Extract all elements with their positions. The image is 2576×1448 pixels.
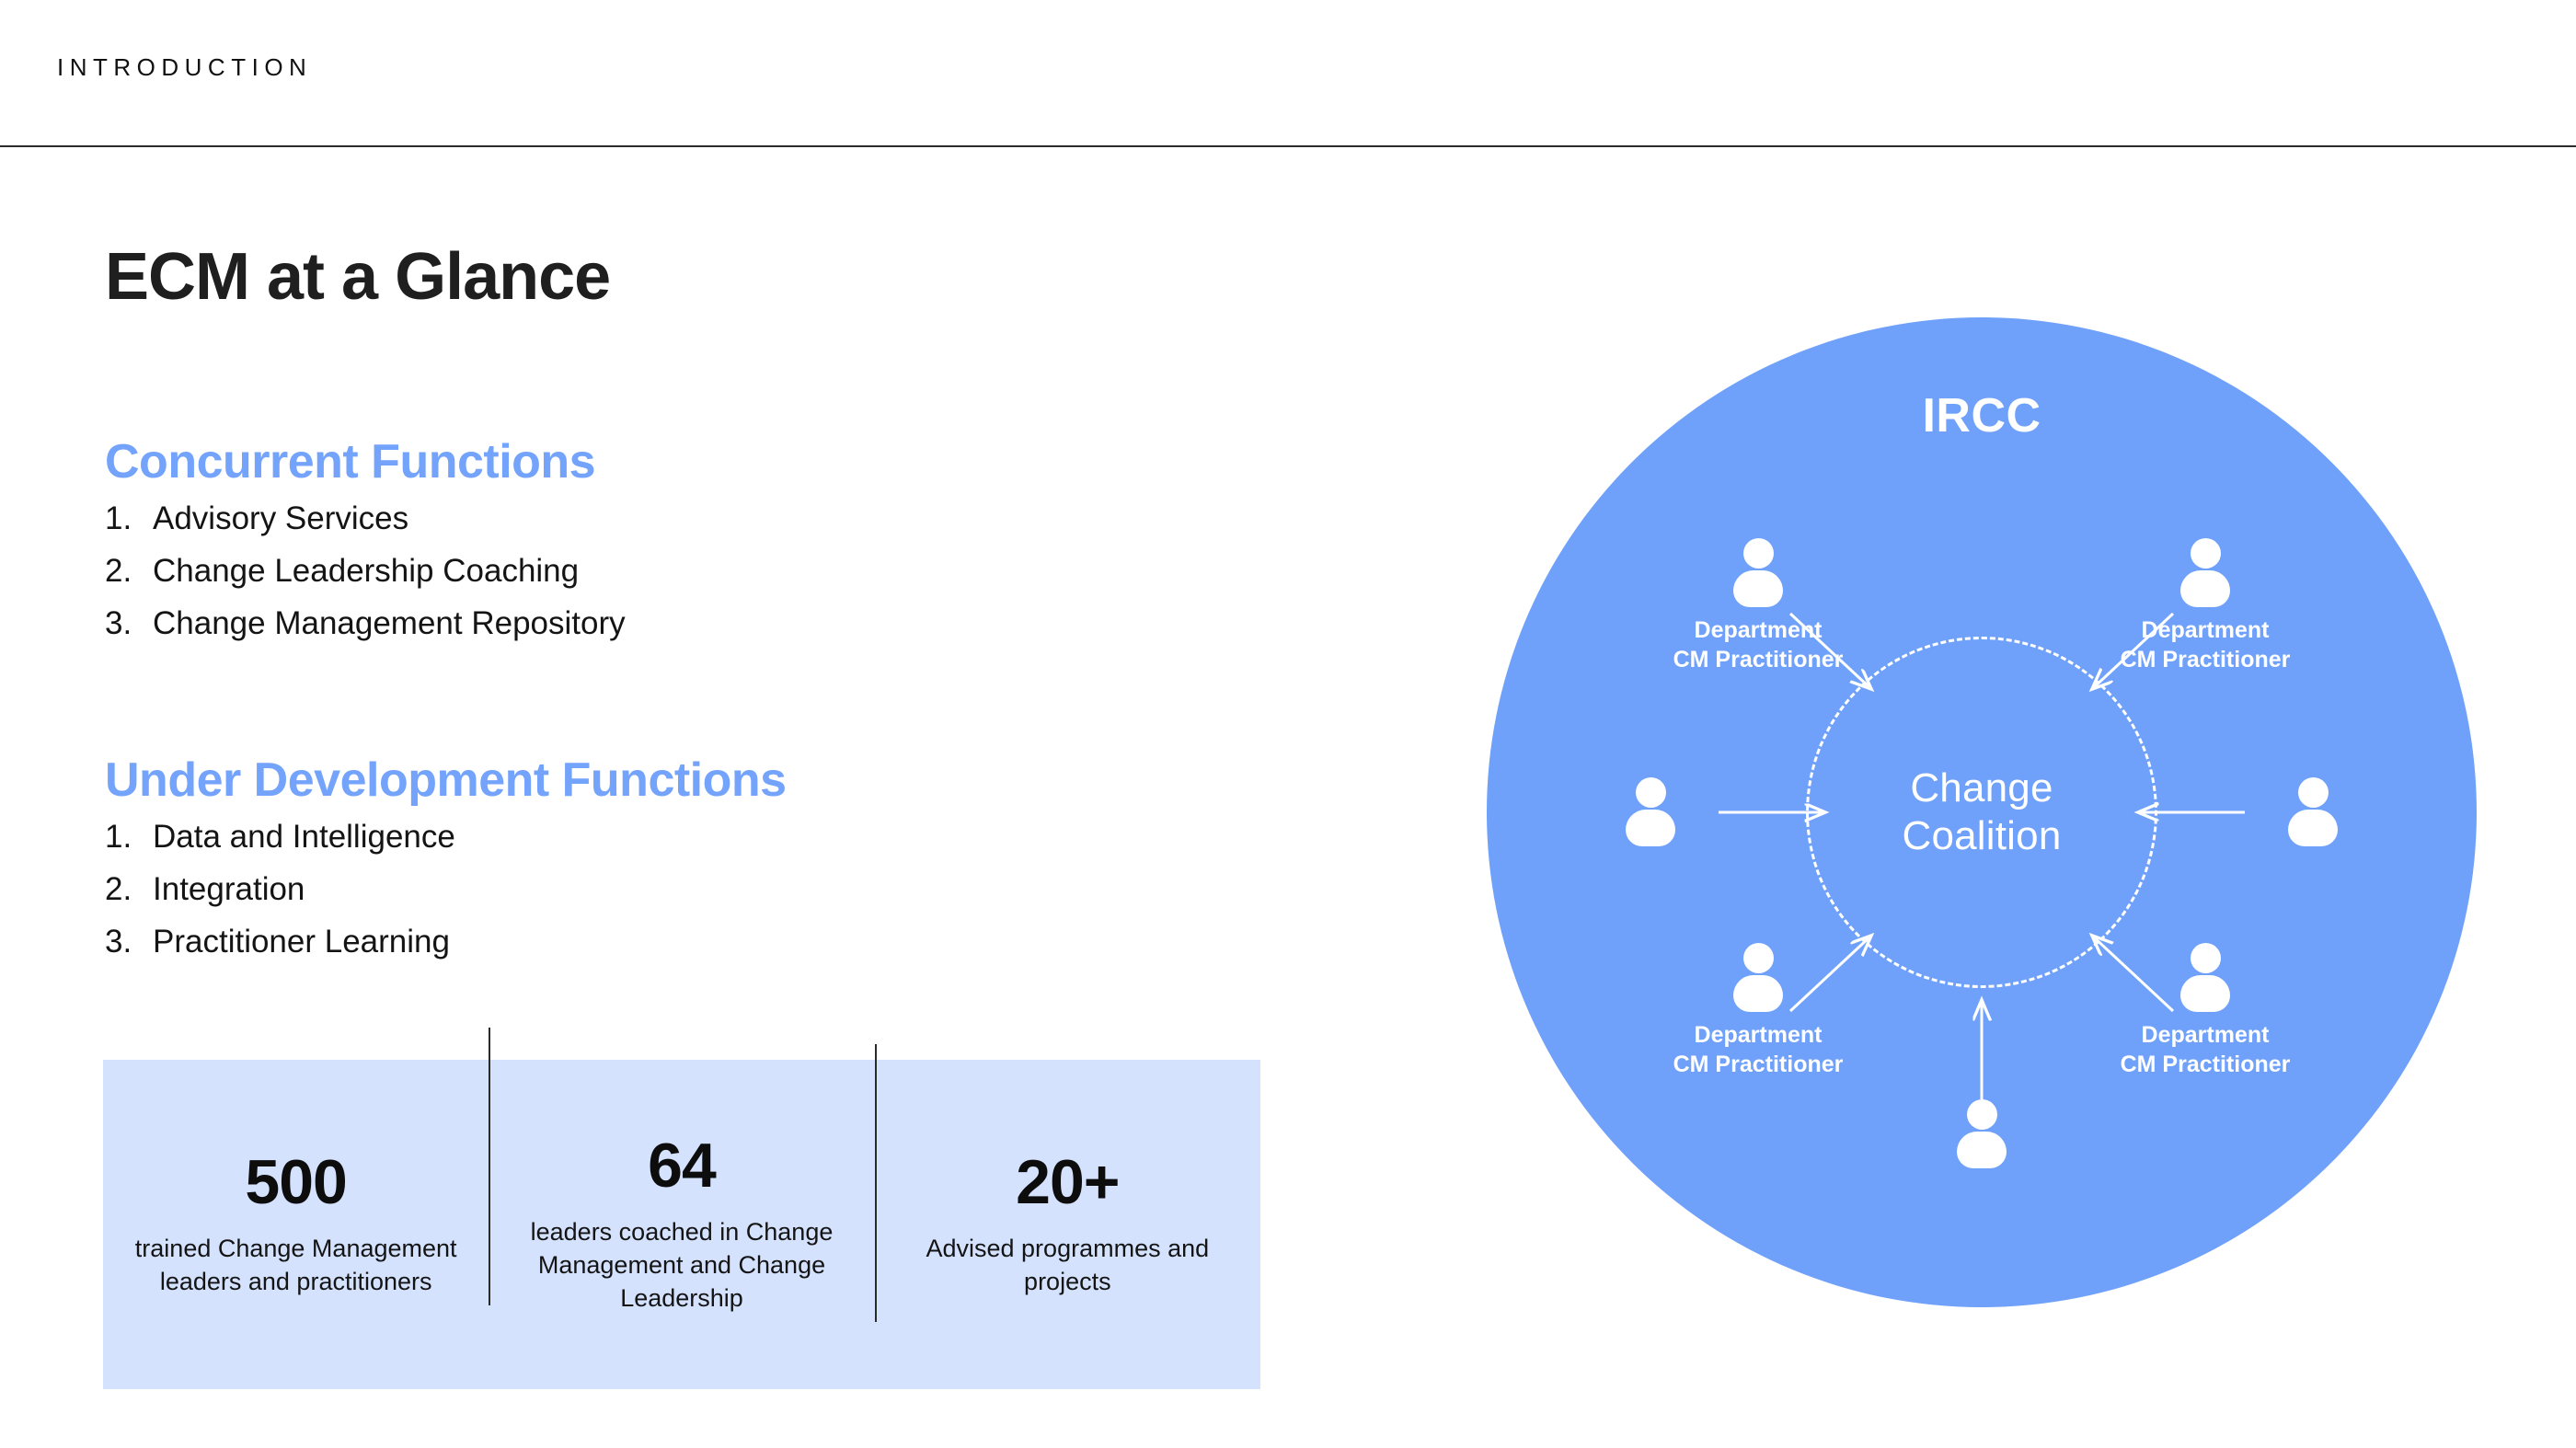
node-label-line1: Department <box>2141 617 2270 643</box>
change-coalition-circle: Change Coalition <box>1806 637 2157 988</box>
stats-band: 500 trained Change Management leaders an… <box>103 1028 1260 1389</box>
person-icon <box>1729 943 1788 1012</box>
list-item-number: 2. <box>105 553 132 589</box>
node-bottom-right: Department CM Practitioner <box>2113 943 2297 1079</box>
section-heading-under-development: Under Development Functions <box>105 753 787 807</box>
list-item: 1. Advisory Services <box>105 502 626 534</box>
person-body-icon <box>1733 975 1783 1012</box>
person-head-icon <box>2190 943 2221 973</box>
list-item-label: Practitioner Learning <box>153 924 450 960</box>
list-item-number: 3. <box>105 924 132 960</box>
list-item-label: Integration <box>153 871 305 907</box>
section-concurrent-functions: Concurrent Functions 1. Advisory Service… <box>105 434 626 660</box>
person-head-icon <box>2297 777 2329 808</box>
stat-label: leaders coached in Change Management and… <box>530 1217 834 1313</box>
list-concurrent-functions: 1. Advisory Services 2. Change Leadershi… <box>105 502 626 639</box>
node-bottom-left: Department CM Practitioner <box>1666 943 1850 1079</box>
node-left <box>1558 777 1742 846</box>
node-top-left: Department CM Practitioner <box>1666 538 1850 674</box>
node-label-top-right: Department CM Practitioner <box>2113 615 2297 674</box>
list-item: 2. Integration <box>105 873 787 905</box>
node-label-bottom-right: Department CM Practitioner <box>2113 1020 2297 1079</box>
node-label-line1: Department <box>2141 1022 2270 1048</box>
person-body-icon <box>1957 1132 2007 1168</box>
stat-value: 500 <box>245 1146 347 1217</box>
person-body-icon <box>2180 975 2230 1012</box>
page-title: ECM at a Glance <box>105 240 611 314</box>
stat-card: 64 leaders coached in Change Management … <box>489 1028 874 1316</box>
node-label-line2: CM Practitioner <box>1673 647 1844 672</box>
section-under-development-functions: Under Development Functions 1. Data and … <box>105 753 787 978</box>
list-item-label: Data and Intelligence <box>153 819 455 855</box>
stat-value: 64 <box>648 1130 717 1201</box>
person-icon <box>2176 943 2235 1012</box>
list-item-number: 2. <box>105 871 132 907</box>
node-top-right: Department CM Practitioner <box>2113 538 2297 674</box>
node-label-line1: Department <box>1694 617 1823 643</box>
person-icon <box>1729 538 1788 607</box>
breadcrumb-eyebrow: INTRODUCTION <box>57 53 313 81</box>
change-coalition-line2: Coalition <box>1902 813 2062 858</box>
header-divider <box>0 145 2576 147</box>
person-body-icon <box>1733 570 1783 607</box>
person-head-icon <box>1742 538 1774 569</box>
list-under-development-functions: 1. Data and Intelligence 2. Integration … <box>105 821 787 958</box>
person-head-icon <box>2190 538 2221 569</box>
list-item-label: Change Management Repository <box>153 605 626 641</box>
list-item: 2. Change Leadership Coaching <box>105 555 626 587</box>
node-right <box>2221 777 2405 846</box>
list-item: 3. Change Management Repository <box>105 607 626 639</box>
list-item-number: 3. <box>105 605 132 641</box>
node-label-line2: CM Practitioner <box>1673 1052 1844 1077</box>
ircc-label: IRCC <box>1922 389 2041 442</box>
section-heading-concurrent: Concurrent Functions <box>105 435 596 488</box>
person-head-icon <box>1966 1099 1997 1130</box>
stat-card: 20+ Advised programmes and projects <box>874 1043 1260 1323</box>
list-item-number: 1. <box>105 500 132 536</box>
change-coalition-label: Change Coalition <box>1902 764 2061 860</box>
stat-value: 20+ <box>1016 1146 1120 1217</box>
stat-label: Advised programmes and projects <box>926 1234 1210 1295</box>
ircc-change-coalition-diagram: IRCC Change Coalition Departme <box>1487 317 2477 1307</box>
node-label-bottom-left: Department CM Practitioner <box>1666 1020 1850 1079</box>
list-item-label: Change Leadership Coaching <box>153 553 580 589</box>
person-head-icon <box>1742 943 1774 973</box>
list-item: 3. Practitioner Learning <box>105 925 787 958</box>
person-head-icon <box>1635 777 1666 808</box>
stat-card: 500 trained Change Management leaders an… <box>103 1151 489 1298</box>
person-body-icon <box>2288 810 2338 846</box>
node-label-line2: CM Practitioner <box>2120 647 2291 672</box>
node-label-top-left: Department CM Practitioner <box>1666 615 1850 674</box>
person-icon <box>2176 538 2235 607</box>
person-icon <box>2283 777 2342 846</box>
list-item: 1. Data and Intelligence <box>105 821 787 853</box>
node-label-line2: CM Practitioner <box>2120 1052 2291 1077</box>
person-body-icon <box>2180 570 2230 607</box>
node-label-line1: Department <box>1694 1022 1823 1048</box>
person-icon <box>1952 1099 2011 1168</box>
list-item-label: Advisory Services <box>153 500 409 536</box>
person-body-icon <box>1626 810 1675 846</box>
change-coalition-line1: Change <box>1910 765 2053 811</box>
node-bottom-center <box>1890 1099 2074 1168</box>
list-item-number: 1. <box>105 819 132 855</box>
person-icon <box>1621 777 1680 846</box>
stat-label: trained Change Management leaders and pr… <box>134 1234 457 1295</box>
